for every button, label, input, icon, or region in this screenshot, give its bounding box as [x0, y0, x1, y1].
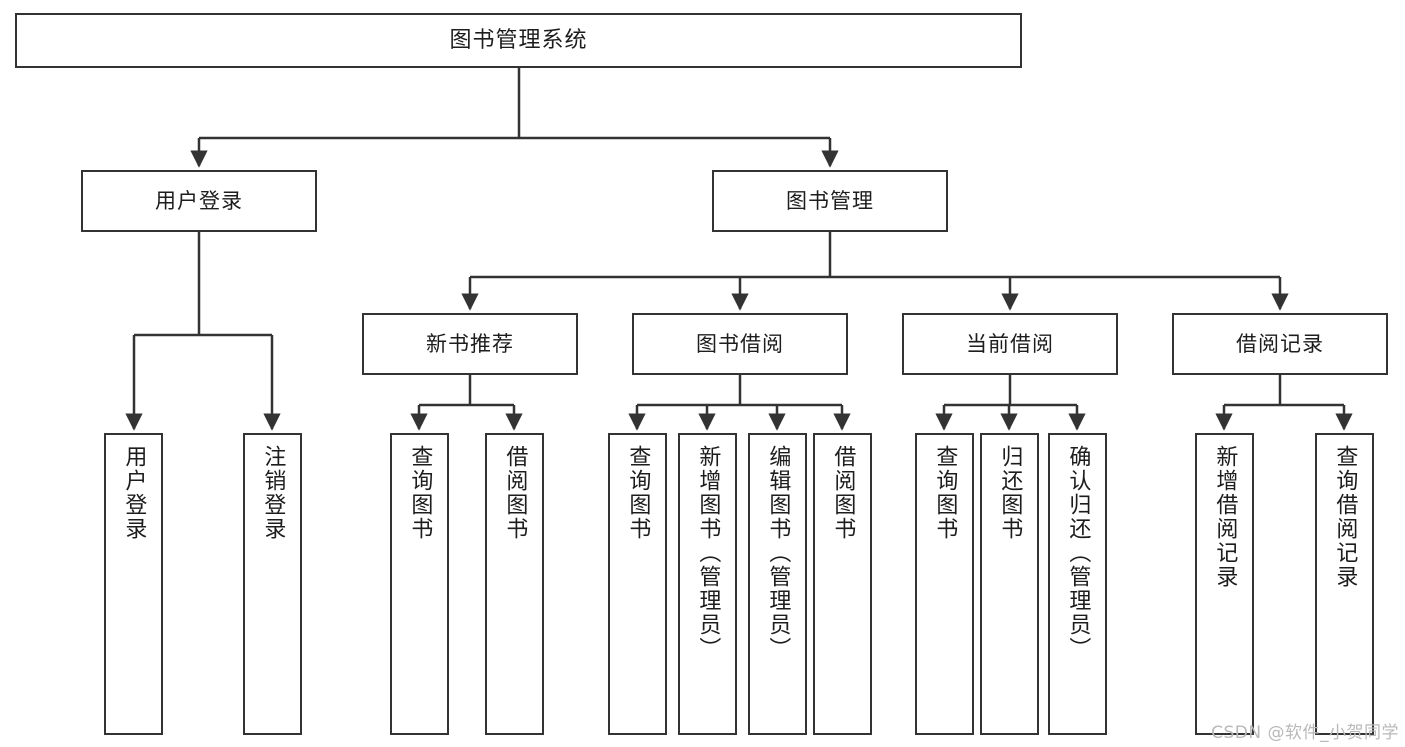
node-label: 图书借阅	[696, 331, 784, 356]
leaf-new-book-query[interactable]: 查询图书	[390, 433, 449, 735]
leaf-user-login-logout[interactable]: 注销登录	[243, 433, 302, 735]
node-book-management[interactable]: 图书管理	[712, 170, 948, 232]
node-book-borrow[interactable]: 图书借阅	[632, 313, 848, 375]
node-user-login[interactable]: 用户登录	[81, 170, 317, 232]
leaf-current-return-book[interactable]: 归还图书	[980, 433, 1039, 735]
node-label: 查询借阅记录	[1332, 445, 1358, 589]
leaf-current-query-book[interactable]: 查询图书	[915, 433, 974, 735]
node-label: 查询图书	[407, 445, 433, 541]
node-borrow-record[interactable]: 借阅记录	[1172, 313, 1388, 375]
leaf-record-add-record[interactable]: 新增借阅记录	[1195, 433, 1254, 735]
node-label: 借阅图书	[830, 445, 856, 541]
leaf-borrow-borrow-book[interactable]: 借阅图书	[813, 433, 872, 735]
leaf-borrow-add-book-admin[interactable]: 新增图书（管理员）	[678, 433, 737, 735]
node-new-book-recommendation[interactable]: 新书推荐	[362, 313, 578, 375]
node-label: 图书管理	[786, 188, 874, 213]
node-label: 新书推荐	[426, 331, 514, 356]
node-label: 用户登录	[121, 445, 147, 541]
node-label: 确认归还（管理员）	[1065, 445, 1091, 661]
node-label: 注销登录	[260, 445, 286, 541]
node-label: 借阅图书	[502, 445, 528, 541]
node-label: 编辑图书（管理员）	[765, 445, 791, 661]
node-label: 新增借阅记录	[1212, 445, 1238, 589]
node-label: 当前借阅	[966, 331, 1054, 356]
leaf-borrow-edit-book-admin[interactable]: 编辑图书（管理员）	[748, 433, 807, 735]
node-root-system[interactable]: 图书管理系统	[15, 13, 1022, 68]
node-label: 查询图书	[625, 445, 651, 541]
node-label: 查询图书	[932, 445, 958, 541]
leaf-user-login-login[interactable]: 用户登录	[104, 433, 163, 735]
node-label: 新增图书（管理员）	[695, 445, 721, 661]
leaf-current-confirm-return-admin[interactable]: 确认归还（管理员）	[1048, 433, 1107, 735]
node-label: 借阅记录	[1236, 331, 1324, 356]
leaf-new-book-borrow[interactable]: 借阅图书	[485, 433, 544, 735]
leaf-record-query-record[interactable]: 查询借阅记录	[1315, 433, 1374, 735]
node-current-borrow[interactable]: 当前借阅	[902, 313, 1118, 375]
node-label: 归还图书	[997, 445, 1023, 541]
node-label: 图书管理系统	[449, 27, 588, 53]
leaf-borrow-query-book[interactable]: 查询图书	[608, 433, 667, 735]
watermark: CSDN @软件_小贺同学	[1211, 723, 1399, 743]
node-label: 用户登录	[155, 188, 243, 213]
